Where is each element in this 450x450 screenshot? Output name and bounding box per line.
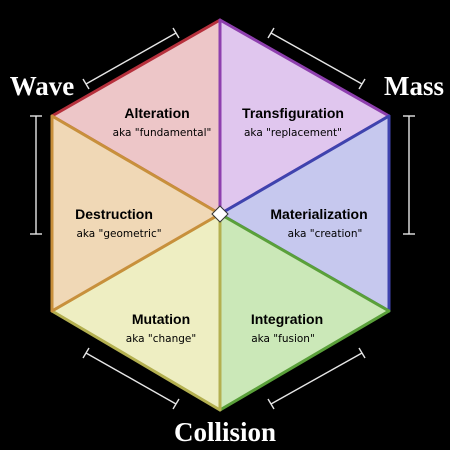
label-integration-title: Integration bbox=[251, 311, 323, 327]
bracket-wave-to-destruction bbox=[30, 115, 42, 235]
label-transfiguration-title: Transfiguration bbox=[242, 105, 344, 121]
outer-label-wave: Wave bbox=[10, 71, 75, 101]
bracket-wave-to-transfiguration bbox=[82, 27, 180, 90]
bracket-mass-to-materialization bbox=[403, 115, 415, 235]
bracket-collision-to-integration bbox=[267, 347, 366, 410]
label-materialization-aka: aka "creation" bbox=[288, 228, 363, 240]
outer-label-mass: Mass bbox=[384, 71, 444, 101]
label-mutation-title: Mutation bbox=[132, 311, 190, 327]
label-mutation-aka: aka "change" bbox=[126, 333, 196, 345]
center-marker bbox=[211, 205, 229, 223]
label-materialization-title: Materialization bbox=[270, 206, 367, 222]
label-transfiguration-aka: aka "replacement" bbox=[244, 127, 342, 139]
label-destruction-title: Destruction bbox=[75, 206, 153, 222]
wedge-destruction bbox=[50, 114, 222, 313]
label-alteration-title: Alteration bbox=[124, 105, 189, 121]
label-alteration-aka: aka "fundamental" bbox=[113, 127, 212, 139]
label-integration-aka: aka "fusion" bbox=[251, 333, 315, 345]
outer-label-collision: Collision bbox=[174, 417, 276, 447]
bracket-mass-to-transfiguration bbox=[267, 27, 366, 90]
bracket-collision-to-mutation bbox=[82, 347, 180, 410]
label-destruction-aka: aka "geometric" bbox=[76, 228, 161, 240]
